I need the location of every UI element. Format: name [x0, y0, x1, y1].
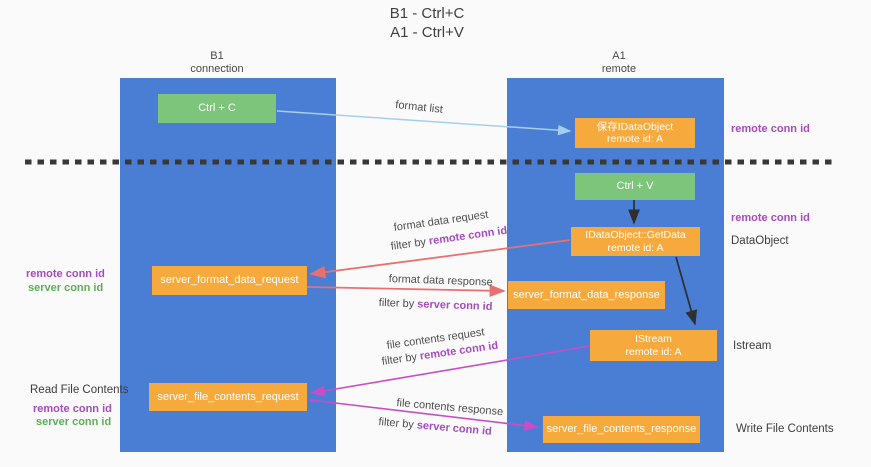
- server-conn-id-text: server conn id: [417, 298, 493, 313]
- node-istream-line2: remote id: A: [625, 345, 682, 358]
- side-label-server-conn-id-left2: server conn id: [36, 416, 112, 428]
- node-server-file-contents-response: server_file_contents_response: [543, 416, 700, 443]
- title-line-b1: B1 - Ctrl+C: [389, 5, 465, 22]
- node-format-response-label: server_format_data_response: [513, 288, 660, 301]
- column-a1-name: A1: [612, 50, 626, 62]
- side-label-write-file-contents: Write File Contents: [736, 423, 834, 435]
- node-getdata-line1: IDataObject::GetData: [585, 229, 686, 241]
- node-format-request-label: server_format_data_request: [160, 274, 299, 286]
- server-conn-id-text: server conn id: [416, 419, 493, 438]
- column-a1-subtitle: remote: [601, 62, 637, 75]
- filter-by-text: filter by: [378, 297, 418, 311]
- column-b1-subtitle: connection: [190, 62, 244, 75]
- node-ctrl-c: Ctrl + C: [158, 94, 276, 123]
- node-idataobject-getdata: IDataObject::GetData remote id: A: [571, 227, 700, 256]
- node-istream-line1: IStream: [635, 333, 672, 345]
- node-server-format-data-response: server_format_data_response: [508, 281, 665, 309]
- side-label-server-conn-id-left1: server conn id: [28, 282, 104, 294]
- node-ctrl-v: Ctrl + V: [575, 173, 695, 200]
- side-label-dataobject: DataObject: [731, 235, 789, 247]
- title-line-a1: A1 - Ctrl+V: [390, 24, 464, 41]
- column-header-b1: B1 connection: [157, 50, 277, 75]
- side-label-remote-conn-id-left1: remote conn id: [26, 268, 105, 280]
- filter-by-text: filter by: [390, 235, 430, 253]
- remote-conn-id-text: remote conn id: [428, 224, 508, 248]
- edge-label-filter-server-1: filter by server conn id: [379, 297, 493, 313]
- diagram-title: B1 - Ctrl+C A1 - Ctrl+V: [327, 4, 527, 42]
- node-istream: IStream remote id: A: [590, 330, 717, 361]
- node-server-format-data-request: server_format_data_request: [152, 266, 307, 295]
- node-ctrl-c-label: Ctrl + C: [198, 102, 236, 114]
- edge-label-format-list: format list: [394, 99, 444, 116]
- node-save-idataobject-line1: 保存IDataObject: [596, 120, 674, 133]
- node-file-response-label: server_file_contents_response: [546, 423, 697, 435]
- node-save-idataobject: 保存IDataObject remote id: A: [575, 118, 695, 148]
- node-file-request-label: server_file_contents_request: [157, 390, 299, 403]
- node-server-file-contents-request: server_file_contents_request: [149, 383, 307, 411]
- filter-by-text: filter by: [381, 350, 421, 368]
- side-label-istream: Istream: [733, 340, 772, 352]
- node-save-idataobject-line2: remote id: A: [606, 133, 664, 145]
- column-header-a1: A1 remote: [559, 50, 679, 75]
- side-label-remote-conn-id-left2: remote conn id: [33, 403, 112, 415]
- column-b1-name: B1: [210, 50, 224, 62]
- edge-label-filter-server-2: filter by server conn id: [378, 416, 492, 438]
- side-label-remote-conn-id-mid: remote conn id: [731, 212, 810, 224]
- edge-label-file-contents-response: file contents response: [395, 397, 504, 419]
- node-getdata-line2: remote id: A: [607, 241, 664, 254]
- edge-label-format-data-response: format data response: [388, 273, 493, 289]
- side-label-read-file-contents: Read File Contents: [30, 384, 129, 396]
- filter-by-text: filter by: [377, 416, 418, 432]
- node-ctrl-v-label: Ctrl + V: [616, 180, 654, 192]
- side-label-remote-conn-id-top: remote conn id: [731, 123, 810, 135]
